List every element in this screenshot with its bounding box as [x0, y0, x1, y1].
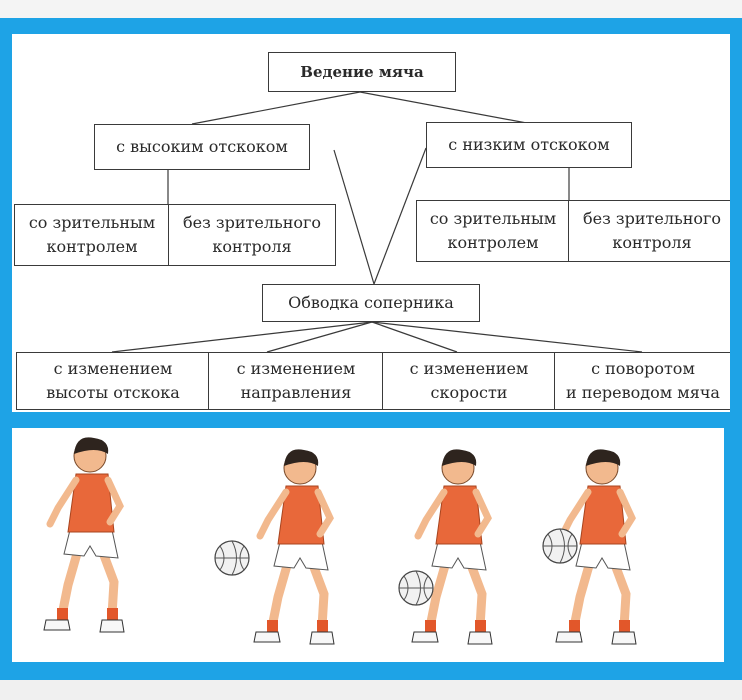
player-3 — [411, 449, 493, 645]
root-label: Ведение мяча — [300, 63, 424, 81]
player-4 — [555, 449, 637, 645]
branch-high-bounce: с высоким отскоком — [94, 124, 310, 170]
merge-node: Обводка соперника — [262, 284, 480, 322]
connector-right-merge — [373, 147, 427, 285]
connector-merge-t3 — [371, 321, 458, 353]
players-layer — [43, 437, 637, 645]
branch-high-label: с высоким отскоком — [116, 137, 288, 156]
branch-low-bounce: с низким отскоком — [426, 122, 632, 168]
dribbling-illustration — [12, 428, 724, 662]
connector-merge-t4 — [371, 321, 643, 353]
player-1 — [43, 437, 125, 633]
root-node: Ведение мяча — [268, 52, 456, 92]
connector-root-right — [359, 91, 533, 125]
connector-root-left — [191, 91, 361, 125]
connector-left-merge — [333, 149, 375, 285]
connector-merge-t2 — [266, 321, 373, 353]
dribbling-diagram: Ведение мяча с высоким отскоком с низким… — [12, 34, 730, 412]
player-2 — [253, 449, 335, 645]
players-svg — [43, 437, 637, 645]
basketball-2 — [214, 540, 250, 576]
connector-merge-t1 — [111, 321, 373, 353]
basketball-3 — [398, 570, 434, 606]
bottom-strip — [0, 680, 742, 700]
basketball-4 — [542, 528, 578, 564]
connector-lines — [111, 91, 643, 353]
branch-low-label: с низким отскоком — [448, 135, 610, 154]
merge-label: Обводка соперника — [288, 293, 454, 312]
